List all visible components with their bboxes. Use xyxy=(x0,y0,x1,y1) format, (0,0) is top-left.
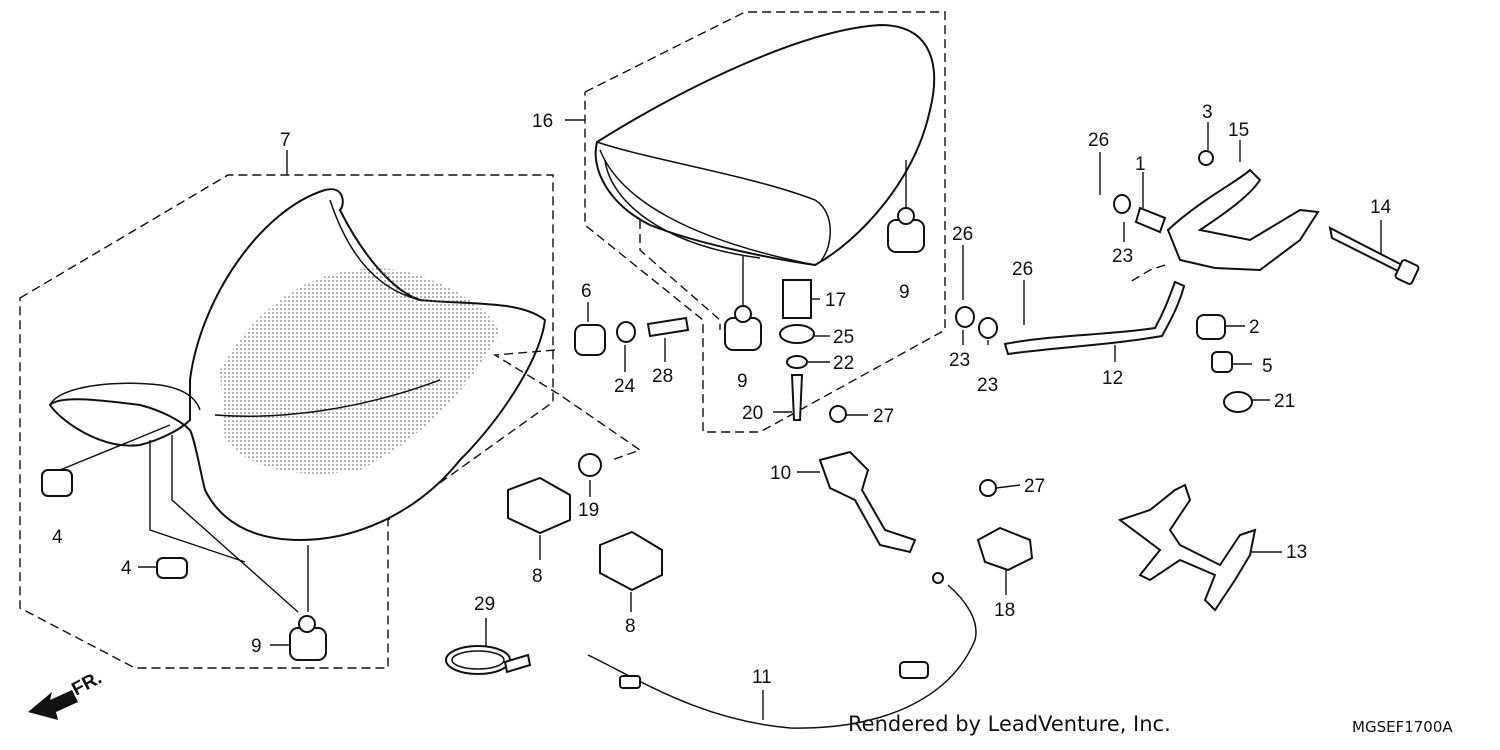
seat-latch-assembly[interactable] xyxy=(818,450,1034,572)
stay-rod[interactable] xyxy=(1003,280,1186,356)
callout-24: 24 xyxy=(614,376,636,397)
leader-lines xyxy=(59,119,1382,720)
callout-23a: 23 xyxy=(1112,246,1133,267)
callout-7: 7 xyxy=(280,130,291,151)
callout-1: 1 xyxy=(1135,154,1146,175)
callout-27a: 27 xyxy=(873,406,894,427)
callout-9a: 9 xyxy=(251,636,262,657)
seat-cable[interactable] xyxy=(587,572,977,729)
clamp-band[interactable] xyxy=(445,645,532,675)
callout-19: 19 xyxy=(578,500,599,521)
arrow-left-icon xyxy=(28,690,78,720)
callout-28: 28 xyxy=(652,366,673,387)
lower-bracket[interactable] xyxy=(1117,483,1257,612)
callout-17: 17 xyxy=(825,290,846,311)
callout-15: 15 xyxy=(1228,120,1249,141)
hinge-bracket[interactable] xyxy=(1166,168,1420,285)
credit-text: Rendered by LeadVenture, Inc. xyxy=(848,712,1171,736)
callout-22: 22 xyxy=(833,353,854,374)
callout-4a: 4 xyxy=(52,527,63,548)
callout-10: 10 xyxy=(770,463,791,484)
callout-26b: 26 xyxy=(952,224,973,245)
rear-seat-cowl[interactable] xyxy=(584,11,946,433)
callout-8b: 8 xyxy=(625,616,636,637)
callout-18: 18 xyxy=(994,600,1015,621)
callout-3: 3 xyxy=(1202,102,1213,123)
callout-23b: 23 xyxy=(949,350,970,371)
callout-29: 29 xyxy=(474,594,495,615)
front-direction-marker: FR. xyxy=(28,668,105,720)
callout-9c: 9 xyxy=(899,282,910,303)
callout-25: 25 xyxy=(833,327,854,348)
callout-13: 13 xyxy=(1286,542,1307,563)
callout-4b: 4 xyxy=(121,558,132,579)
front-seat[interactable] xyxy=(19,174,554,669)
callout-16: 16 xyxy=(532,111,553,132)
callout-23c: 23 xyxy=(977,375,998,396)
callout-5: 5 xyxy=(1262,356,1273,377)
callout-20: 20 xyxy=(742,403,763,424)
callout-11: 11 xyxy=(752,667,772,688)
callout-9b: 9 xyxy=(737,371,748,392)
callout-26c: 26 xyxy=(1012,259,1033,280)
callout-labels: 1 2 3 4 4 5 6 7 8 8 9 9 9 10 11 12 13 14… xyxy=(52,102,1392,688)
blocks[interactable] xyxy=(507,476,663,592)
callout-27b: 27 xyxy=(1024,476,1045,497)
callout-8a: 8 xyxy=(532,566,543,587)
callout-21: 21 xyxy=(1274,391,1295,412)
callout-6: 6 xyxy=(581,281,592,302)
callout-12: 12 xyxy=(1102,368,1123,389)
callout-14: 14 xyxy=(1370,197,1392,218)
grommets-and-washers[interactable] xyxy=(574,150,1253,497)
diagram-code: MGSEF1700A xyxy=(1352,718,1453,736)
callout-2: 2 xyxy=(1249,317,1260,338)
callout-26a: 26 xyxy=(1088,130,1109,151)
